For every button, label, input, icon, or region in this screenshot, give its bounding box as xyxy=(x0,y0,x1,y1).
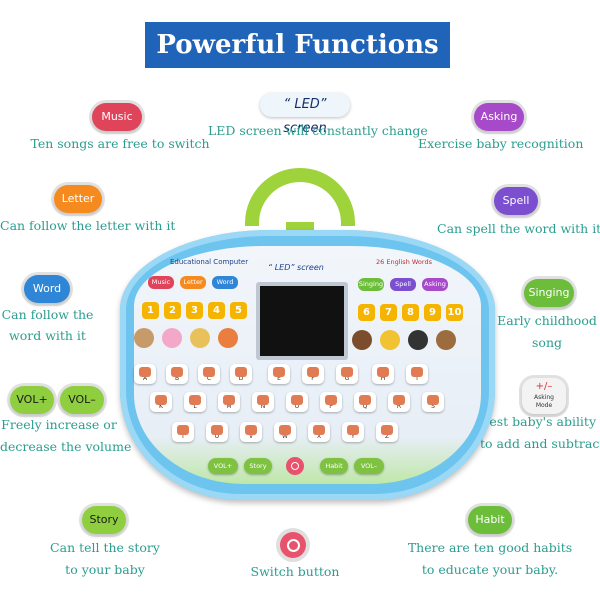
number-key: 3 xyxy=(186,302,203,319)
spell-caption: Can spell the word with it xyxy=(437,221,600,236)
device-asking-button: Asking xyxy=(422,278,448,291)
led-screen-label: “ LED” screen xyxy=(260,93,350,136)
animal-key xyxy=(218,328,238,348)
singing-caption-line2: song xyxy=(532,335,562,350)
vol-plus-button: VOL+ xyxy=(10,386,54,414)
animal-key xyxy=(436,330,456,350)
asking-mode-button: +/– Asking Mode xyxy=(522,378,566,414)
singing-caption-line1: Early childhood xyxy=(497,313,597,328)
math-caption-line1: Test baby's ability xyxy=(481,414,597,429)
letter-key: E xyxy=(268,364,290,384)
letter-key: I xyxy=(406,364,428,384)
word-caption-line1: Can follow the xyxy=(1,307,94,322)
number-key: 4 xyxy=(208,302,225,319)
singing-button: Singing xyxy=(524,279,574,307)
animal-key xyxy=(352,330,372,350)
device-music-button: Music xyxy=(148,276,174,289)
math-caption-line2: to add and subtract xyxy=(480,436,600,451)
letter-key: R xyxy=(388,392,410,412)
number-key: 1 xyxy=(142,302,159,319)
device-letter-button: Letter xyxy=(180,276,206,289)
letter-key: N xyxy=(252,392,274,412)
page-banner: Powerful Functions xyxy=(145,22,450,68)
letter-key: L xyxy=(184,392,206,412)
toy-computer: Educational Computer “ LED” screen 26 En… xyxy=(120,160,495,500)
number-key: 8 xyxy=(402,304,419,321)
device-spell-button: Spell xyxy=(390,278,416,291)
device-words-label: 26 English Words xyxy=(376,258,432,266)
asking-caption: Exercise baby recognition xyxy=(418,136,584,151)
letter-key: H xyxy=(372,364,394,384)
led-screen xyxy=(256,282,348,360)
device-vol-plus-button: VOL+ xyxy=(208,458,238,474)
device-story-button: Story xyxy=(244,458,272,474)
device-screen-label: “ LED” screen xyxy=(268,263,324,272)
music-button: Music xyxy=(92,103,142,131)
handle xyxy=(245,168,355,226)
letter-key: A xyxy=(134,364,156,384)
story-button: Story xyxy=(82,506,126,534)
word-caption-line2: word with it xyxy=(9,328,86,343)
device-singing-button: Singing xyxy=(358,278,384,291)
letter-key: F xyxy=(302,364,324,384)
animal-key xyxy=(134,328,154,348)
letter-key: M xyxy=(218,392,240,412)
letter-key: U xyxy=(206,422,228,442)
number-key: 10 xyxy=(446,304,463,321)
letter-key: B xyxy=(166,364,188,384)
habit-caption-line2: to educate your baby. xyxy=(421,562,559,577)
animal-key xyxy=(380,330,400,350)
habit-button: Habit xyxy=(468,506,512,534)
device-power-icon xyxy=(286,457,304,475)
volume-caption-line2: decrease the volume xyxy=(0,439,132,454)
switch-caption: Switch button xyxy=(250,564,340,579)
animal-key xyxy=(162,328,182,348)
vol-minus-button: VOL– xyxy=(60,386,104,414)
asking-button: Asking xyxy=(474,103,524,131)
letter-key: W xyxy=(274,422,296,442)
letter-key: V xyxy=(240,422,262,442)
number-key: 6 xyxy=(358,304,375,321)
letter-key: Y xyxy=(342,422,364,442)
animal-key xyxy=(408,330,428,350)
letter-key: T xyxy=(172,422,194,442)
story-caption-line1: Can tell the story xyxy=(50,540,160,555)
letter-key: X xyxy=(308,422,330,442)
letter-key: Q xyxy=(354,392,376,412)
letter-key: P xyxy=(320,392,342,412)
letter-caption: Can follow the letter with it xyxy=(0,218,176,233)
letter-key: G xyxy=(336,364,358,384)
word-button: Word xyxy=(24,275,70,303)
number-key: 5 xyxy=(230,302,247,319)
device-word-button: Word xyxy=(212,276,238,289)
number-key: 7 xyxy=(380,304,397,321)
device-vol-minus-button: VOL– xyxy=(354,458,384,474)
power-icon xyxy=(280,532,306,558)
spell-button: Spell xyxy=(494,187,538,215)
volume-caption-line1: Freely increase or xyxy=(1,417,117,432)
habit-caption-line1: There are ten good habits xyxy=(407,540,573,555)
number-key: 9 xyxy=(424,304,441,321)
letter-key: K xyxy=(150,392,172,412)
letter-key: C xyxy=(198,364,220,384)
animal-key xyxy=(190,328,210,348)
device-habit-button: Habit xyxy=(320,458,348,474)
asking-mode-label2: Mode xyxy=(535,402,553,409)
music-caption: Ten songs are free to switch xyxy=(30,136,210,151)
led-screen-caption: LED screen will constantly change xyxy=(208,123,428,138)
letter-button: Letter xyxy=(54,185,102,213)
asking-mode-label1: Asking xyxy=(534,394,554,401)
letter-key: S xyxy=(422,392,444,412)
number-key: 2 xyxy=(164,302,181,319)
letter-key: Z xyxy=(376,422,398,442)
letter-key: D xyxy=(230,364,252,384)
story-caption-line2: to your baby xyxy=(65,562,145,577)
plus-minus-icon: +/– xyxy=(535,381,553,392)
device-title: Educational Computer xyxy=(170,258,249,266)
letter-key: O xyxy=(286,392,308,412)
